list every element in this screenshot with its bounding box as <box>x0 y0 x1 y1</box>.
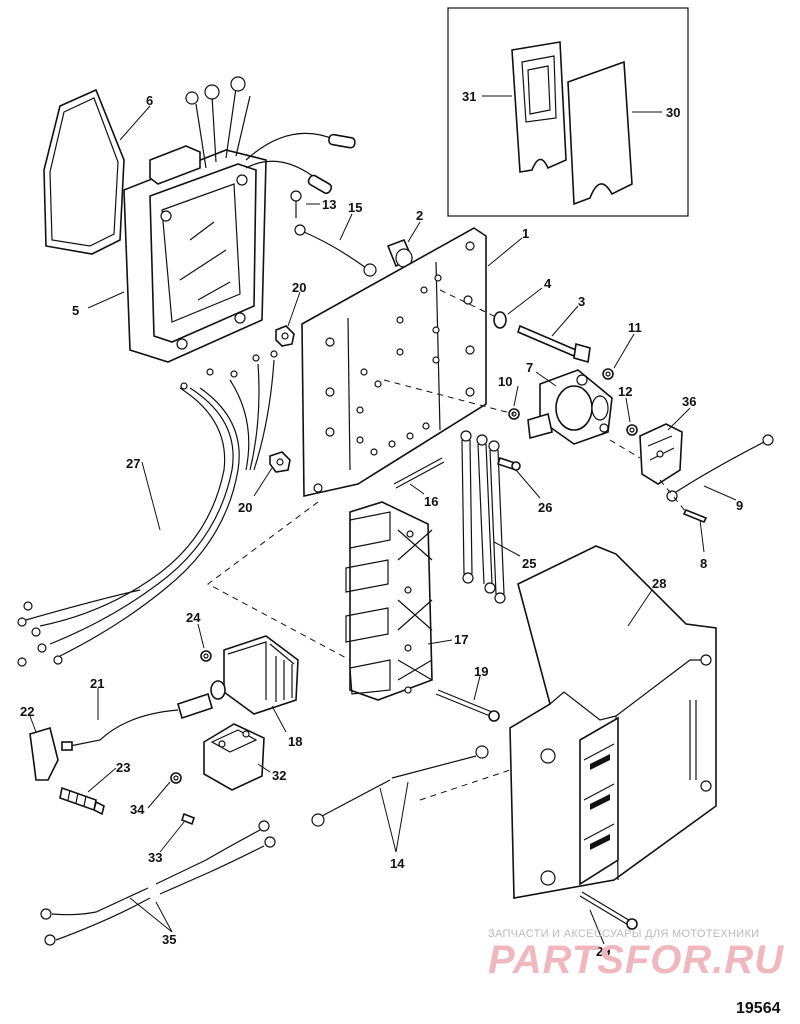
callout-2: 2 <box>416 208 423 223</box>
leader-lines <box>29 95 737 945</box>
callout-20-lower: 20 <box>238 500 252 515</box>
callout-11: 11 <box>628 320 642 335</box>
callout-4: 4 <box>544 276 552 291</box>
cable-9 <box>666 434 774 502</box>
mounting-plate-1 <box>301 227 487 497</box>
callout-19: 19 <box>474 664 488 679</box>
drawing-number: 19564 <box>736 1000 781 1017</box>
spacer-2 <box>386 238 414 268</box>
callout-27: 27 <box>126 456 140 471</box>
callout-22: 22 <box>20 704 34 719</box>
callout-3: 3 <box>578 294 585 309</box>
callout-1: 1 <box>522 226 529 241</box>
callout-8: 8 <box>700 556 707 571</box>
straps-25 <box>460 430 506 604</box>
coil-bracket-17 <box>345 501 433 701</box>
callout-17: 17 <box>454 632 468 647</box>
seal-ring-6 <box>43 88 125 255</box>
ignition-module-5 <box>123 76 356 363</box>
callout-33: 33 <box>148 850 162 865</box>
terminal-block-36 <box>639 423 683 485</box>
bolt-19 <box>435 689 500 722</box>
callout-9: 9 <box>736 498 743 513</box>
callout-10: 10 <box>498 374 512 389</box>
callout-23: 23 <box>116 760 130 775</box>
callout-28: 28 <box>652 576 666 591</box>
harness-35 <box>40 820 276 946</box>
spark-plug-lead-21 <box>61 692 213 751</box>
nut-10 <box>508 408 520 420</box>
screw-26 <box>496 456 521 472</box>
callout-5: 5 <box>72 303 79 318</box>
callout-7: 7 <box>526 360 533 375</box>
bolt-3 <box>517 324 591 364</box>
callout-29: 29 <box>596 944 610 959</box>
callout-15: 15 <box>348 200 362 215</box>
washer-4 <box>493 311 507 329</box>
screw-33 <box>181 812 195 826</box>
callout-labels: 31 30 6 5 13 15 2 1 4 3 11 7 10 12 36 20… <box>20 89 743 959</box>
nut-20-lower <box>269 451 291 473</box>
callout-31: 31 <box>462 89 476 104</box>
callout-34: 34 <box>130 802 145 817</box>
plate-holes <box>313 241 475 493</box>
callout-13: 13 <box>322 197 336 212</box>
cables-14 <box>311 745 489 827</box>
starter-solenoid-7 <box>527 369 613 445</box>
nut-11 <box>602 368 614 380</box>
nut-12 <box>626 424 638 436</box>
screw-8 <box>682 508 708 524</box>
watermark-tagline: ЗАПЧАСТИ И АКСЕССУАРЫ ДЛЯ МОТОТЕХНИКИ <box>488 928 760 940</box>
callout-30: 30 <box>666 105 680 120</box>
callout-21: 21 <box>90 676 104 691</box>
callout-16: 16 <box>424 494 438 509</box>
nut-20-upper <box>275 325 295 347</box>
callout-14: 14 <box>390 856 405 871</box>
callout-25: 25 <box>522 556 536 571</box>
relay-32 <box>203 723 265 791</box>
callout-35: 35 <box>162 932 176 947</box>
nut-24 <box>200 650 212 662</box>
screw-29 <box>579 891 638 930</box>
rectifier-18 <box>210 635 299 715</box>
callout-26: 26 <box>538 500 552 515</box>
callout-20-upper: 20 <box>292 280 306 295</box>
ground-wire-15 <box>294 224 377 277</box>
gasket-30 <box>567 60 633 206</box>
inset-gasket-box <box>447 7 689 217</box>
callout-24: 24 <box>186 610 201 625</box>
spark-plug-boot-22 <box>29 726 59 781</box>
electrical-cover-28 <box>509 545 717 899</box>
nut-34 <box>170 772 182 784</box>
screw-13 <box>290 190 302 218</box>
callout-18: 18 <box>288 734 302 749</box>
watermark-brand: PARTSFOR.RU <box>488 938 785 982</box>
callout-36: 36 <box>682 394 696 409</box>
wire-harness-27 <box>17 350 278 667</box>
spark-plug-23 <box>59 786 105 816</box>
callout-6: 6 <box>146 93 153 108</box>
gasket-31 <box>511 41 567 173</box>
callout-12: 12 <box>618 384 632 399</box>
stud-16 <box>393 457 445 489</box>
callout-32: 32 <box>272 768 286 783</box>
